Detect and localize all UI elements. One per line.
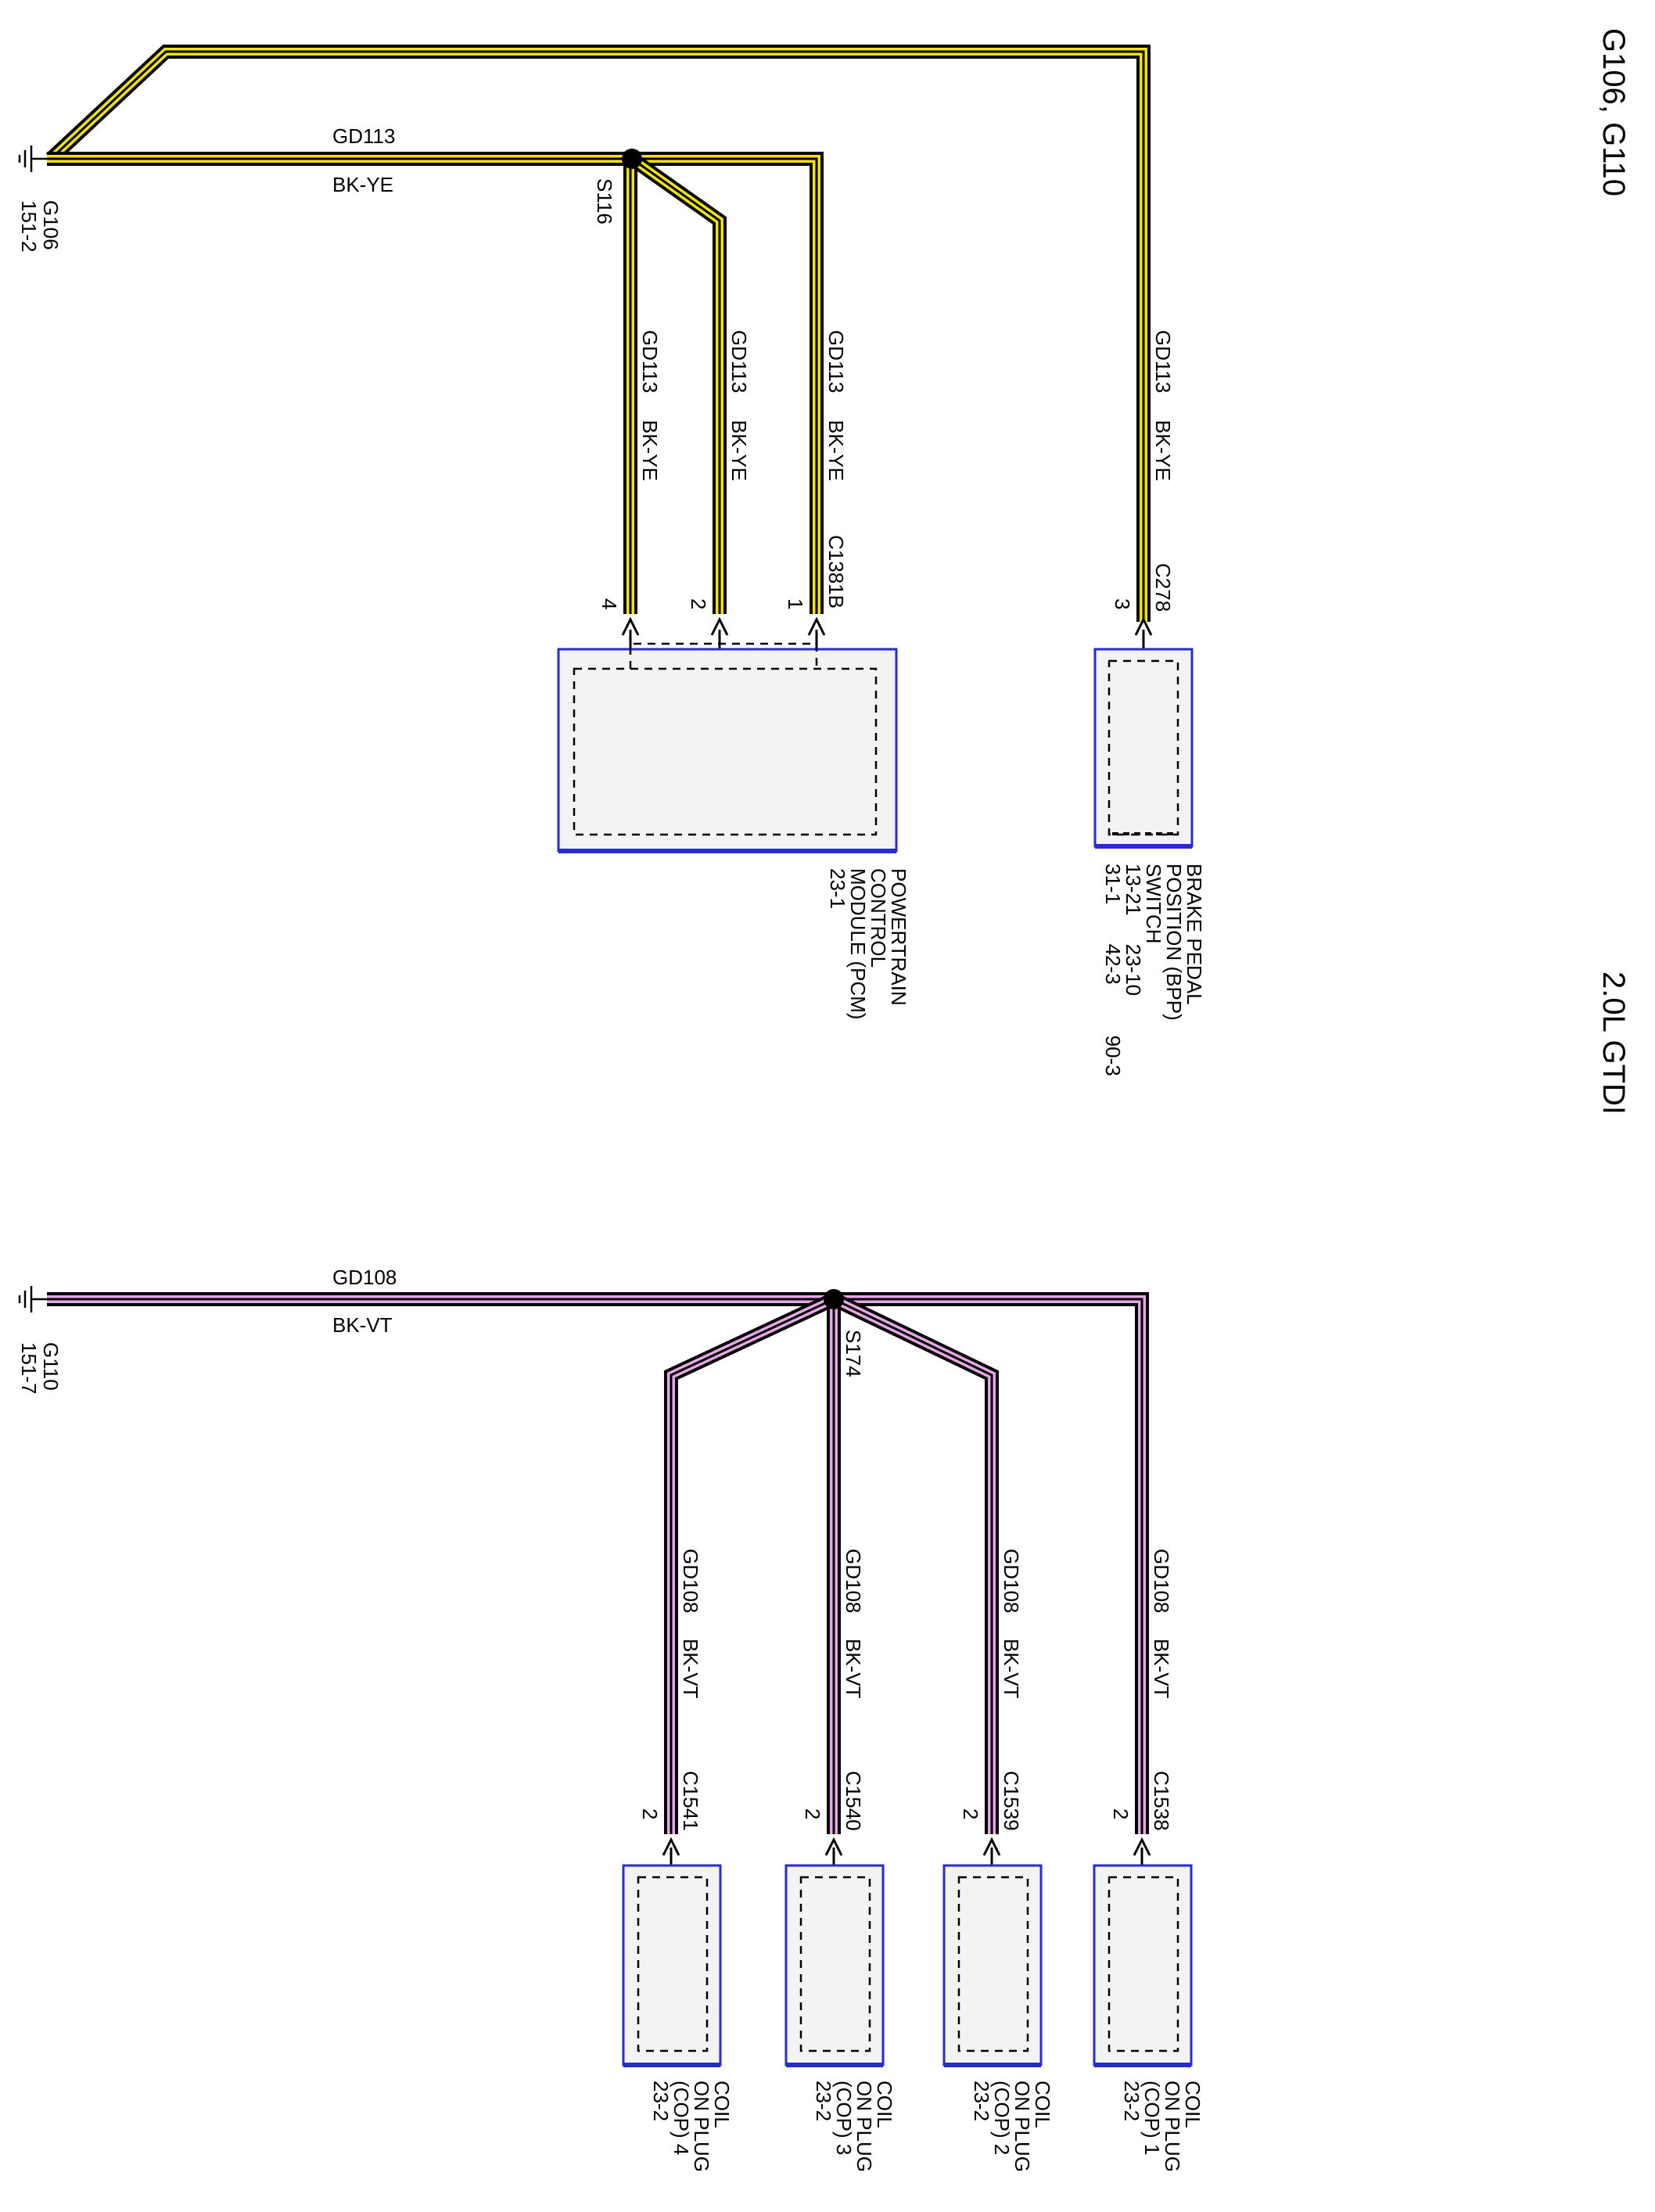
page-title-engine: 2.0L GTDI [1596, 971, 1631, 1115]
svg-text:(COP) 3: (COP) 3 [832, 2081, 856, 2155]
svg-text:(COP) 1: (COP) 1 [1140, 2081, 1164, 2155]
pin-3-label: 3 [1111, 598, 1134, 609]
ground-g106-name: G106 [39, 200, 63, 250]
svg-text:MODULE (PCM): MODULE (PCM) [846, 868, 870, 1020]
bottom-main-color-label: BK-VT [332, 1313, 393, 1337]
arrow-pin3-icon [1134, 616, 1153, 636]
cop1-pin-label: 2 [1109, 1808, 1133, 1819]
cop2-color: BK-VT [1000, 1639, 1023, 1699]
bottom-wires [47, 1289, 1149, 1834]
cop4-pin-label: 2 [638, 1808, 662, 1819]
cop3-circuit: GD108 [842, 1549, 865, 1613]
cop3-color: BK-VT [842, 1639, 865, 1699]
arrow-pin2-icon [710, 616, 729, 636]
cop1-color: BK-VT [1150, 1639, 1173, 1699]
pin-1-label: 1 [784, 598, 807, 609]
arrow-cop4-icon [662, 1837, 680, 1856]
svg-text:POSITION (BPP): POSITION (BPP) [1162, 864, 1186, 1021]
cop3-label: COIL ON PLUG (COP) 3 23-2 [812, 2081, 896, 2172]
wire-gd113-to-bpp [45, 45, 1151, 622]
splice-s116-dot [622, 149, 642, 169]
top-main-color-label: BK-YE [332, 173, 393, 196]
connector-c1541-label: C1541 [679, 1771, 702, 1831]
svg-text:23-1: 23-1 [826, 868, 849, 909]
svg-text:COIL: COIL [710, 2081, 734, 2128]
ground-g110-ref: 151-7 [17, 1342, 41, 1395]
svg-text:COIL: COIL [1031, 2081, 1054, 2128]
svg-text:BRAKE PEDAL: BRAKE PEDAL [1183, 864, 1206, 1005]
cop1-label: COIL ON PLUG (COP) 1 23-2 [1120, 2081, 1204, 2172]
svg-text:COIL: COIL [1181, 2081, 1204, 2128]
bpp-component [1093, 648, 1194, 849]
connector-c1381b-label: C1381B [824, 535, 848, 609]
bottom-connector-arrows [662, 1837, 1151, 1877]
ground-g106-ref: 151-2 [17, 200, 41, 253]
cop4-component [622, 1864, 722, 2067]
svg-text:ON PLUG: ON PLUG [1011, 2081, 1034, 2172]
branch-pin2-circuit: GD113 [727, 330, 751, 393]
pin-4-label: 4 [598, 598, 621, 609]
svg-text:23-2: 23-2 [1120, 2081, 1143, 2121]
branch-pin1-color: BK-YE [824, 420, 848, 481]
arrow-pin1-icon [807, 616, 826, 636]
splice-s174-dot [824, 1289, 844, 1309]
cop2-label: COIL ON PLUG (COP) 2 23-2 [970, 2081, 1054, 2172]
branch-pin4-color: BK-YE [638, 420, 662, 481]
svg-text:ON PLUG: ON PLUG [690, 2081, 713, 2172]
splice-s174-label: S174 [842, 1330, 865, 1377]
cop4-circuit: GD108 [679, 1549, 702, 1613]
branch-pin4-circuit: GD113 [638, 330, 662, 393]
branch-pin3-circuit: GD113 [1151, 330, 1175, 393]
cop1-component [1093, 1864, 1193, 2067]
svg-text:(COP) 4: (COP) 4 [670, 2081, 693, 2155]
svg-text:23-2: 23-2 [812, 2081, 835, 2121]
cop4-label: COIL ON PLUG (COP) 4 23-2 [649, 2081, 734, 2172]
connector-c1538-label: C1538 [1150, 1771, 1173, 1831]
ground-g110-icon [18, 1286, 47, 1312]
svg-text:23-2: 23-2 [649, 2081, 673, 2121]
arrow-cop3-icon [824, 1837, 843, 1856]
connector-c1540-label: C1540 [842, 1771, 865, 1831]
arrow-cop1-icon [1133, 1837, 1151, 1856]
cop1-circuit: GD108 [1150, 1549, 1173, 1613]
bottom-main-circuit-label: GD108 [332, 1266, 397, 1289]
svg-text:CONTROL: CONTROL [867, 868, 890, 968]
ground-g106-icon [18, 145, 47, 172]
svg-text:COIL: COIL [873, 2081, 896, 2128]
page-title-grounds: G106, G110 [1596, 28, 1631, 196]
cop3-component [784, 1864, 885, 2067]
pcm-label: POWERTRAIN CONTROL MODULE (PCM) 23-1 [826, 868, 910, 1020]
branch-pin3-color: BK-YE [1151, 420, 1175, 481]
branch-pin2-color: BK-YE [727, 420, 751, 481]
cop2-component [942, 1864, 1043, 2067]
bpp-label: BRAKE PEDAL POSITION (BPP) SWITCH 13-21 … [1101, 864, 1206, 1076]
arrow-pin4-icon [621, 616, 640, 636]
connector-c1539-label: C1539 [1000, 1771, 1023, 1831]
svg-text:23-2: 23-2 [970, 2081, 993, 2121]
cop4-color: BK-VT [679, 1639, 702, 1699]
ground-g110-name: G110 [39, 1342, 63, 1391]
cop2-circuit: GD108 [1000, 1549, 1023, 1613]
svg-text:(COP) 2: (COP) 2 [990, 2081, 1014, 2155]
splice-s116-label: S116 [593, 178, 616, 224]
cop3-pin-label: 2 [801, 1808, 824, 1819]
cop2-pin-label: 2 [959, 1808, 982, 1819]
svg-text:SWITCH: SWITCH [1142, 864, 1165, 944]
connector-c278-label: C278 [1151, 563, 1175, 612]
svg-text:13-21 23-10: 13-21 23-10 [1122, 864, 1145, 996]
pin-2-label: 2 [687, 598, 710, 609]
svg-text:31-1 42-3 90-3: 31-1 42-3 90-3 [1101, 864, 1125, 1076]
top-main-circuit-label: GD113 [332, 124, 395, 148]
pcm-component [557, 642, 898, 853]
arrow-cop2-icon [982, 1837, 1001, 1856]
branch-pin1-circuit: GD113 [824, 330, 848, 393]
svg-text:ON PLUG: ON PLUG [853, 2081, 876, 2172]
svg-text:POWERTRAIN: POWERTRAIN [887, 868, 910, 1006]
svg-text:ON PLUG: ON PLUG [1161, 2081, 1184, 2172]
top-wires [45, 45, 1151, 622]
